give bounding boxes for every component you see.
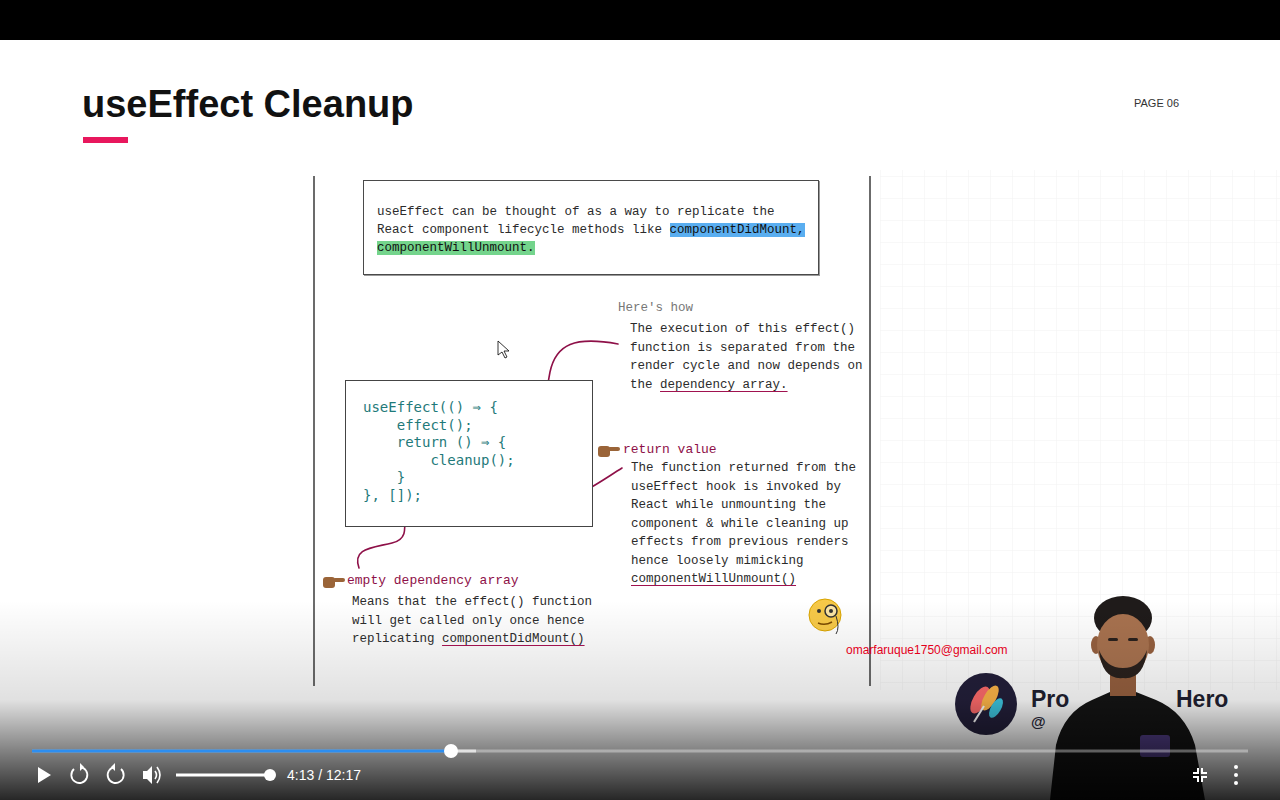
title-underline xyxy=(83,137,128,143)
annotation-heading: return value xyxy=(623,442,717,457)
pointing-hand xyxy=(333,578,345,582)
key-term: componentDidMount() xyxy=(442,632,585,646)
code-line: effect(); xyxy=(397,417,582,435)
logo-handle: @ xyxy=(1031,713,1061,731)
pointing-hand xyxy=(598,446,620,457)
slide-title: useEffect Cleanup xyxy=(82,82,1280,128)
video-controls xyxy=(444,744,458,758)
video-controls xyxy=(32,750,451,753)
code-box: useEffect(() ⇒ {effect();return () ⇒ {cl… xyxy=(345,380,593,527)
page-number: PAGE 06 xyxy=(1134,96,1204,110)
annotation-heading: empty dependency array xyxy=(347,573,519,588)
video-controls xyxy=(1193,768,1207,782)
code-line: return () ⇒ { xyxy=(397,434,582,452)
video-controls xyxy=(108,767,124,783)
video-controls xyxy=(155,767,160,783)
video-controls xyxy=(264,769,276,781)
video-shade xyxy=(0,600,1280,800)
page-number: PAGE 06 xyxy=(1134,97,1179,109)
annotation-text: Means that the effect() function will ge… xyxy=(352,593,602,649)
highlight-term: componentWillUnmount. xyxy=(377,241,535,255)
video-controls xyxy=(1234,773,1238,777)
video-controls xyxy=(38,767,51,783)
watermark: omarfaruque1750@gmail.com xyxy=(846,643,1008,657)
highlight-term: componentDidMount, xyxy=(670,223,805,237)
logo-handle: @ xyxy=(1031,713,1046,730)
logo-text: Hero xyxy=(1176,686,1228,712)
intro-note-box: useEffect can be thought of as a way to … xyxy=(363,180,819,275)
video-time: 4:13 / 12:17 xyxy=(287,766,407,784)
mouse-cursor xyxy=(498,341,509,358)
logo-text: Pro xyxy=(1031,686,1069,712)
logo-text: Pro xyxy=(1031,686,1091,712)
code-line: } xyxy=(397,469,582,487)
annotation-text: The function returned from the useEffect… xyxy=(631,461,856,568)
video-controls xyxy=(71,767,87,783)
video-controls xyxy=(32,744,1248,785)
code-line: }, []); xyxy=(363,487,582,505)
annotation-heading: return value xyxy=(623,441,773,459)
annotation-heading: Here's how xyxy=(618,299,738,318)
annotation-text: The function returned from the useEffect… xyxy=(631,459,871,589)
video-controls xyxy=(111,763,115,771)
video-controls xyxy=(1234,765,1238,769)
video-controls xyxy=(80,763,84,771)
logo-text: Hero xyxy=(1176,686,1256,712)
code-line: useEffect(() ⇒ { xyxy=(363,399,582,417)
pointing-hand xyxy=(323,577,345,588)
code-line: cleanup(); xyxy=(430,452,582,470)
video-controls xyxy=(32,750,1248,753)
annotation-heading: Here's how xyxy=(618,301,693,315)
annotation-heading: empty dependency array xyxy=(347,572,577,590)
video-top-bar xyxy=(0,0,1280,40)
pointing-hand xyxy=(608,447,620,451)
annotation-text: The execution of this effect() function … xyxy=(630,320,870,394)
watermark: omarfaruque1750@gmail.com xyxy=(846,643,1046,657)
video-controls xyxy=(143,766,152,784)
key-term: dependency array. xyxy=(660,378,788,392)
key-term: componentWillUnmount() xyxy=(631,572,796,586)
video-controls xyxy=(176,774,270,777)
video-controls xyxy=(1234,781,1238,785)
pointing-hand xyxy=(323,577,335,588)
video-time: 4:13 / 12:17 xyxy=(287,767,361,783)
pointing-hand xyxy=(598,446,610,457)
